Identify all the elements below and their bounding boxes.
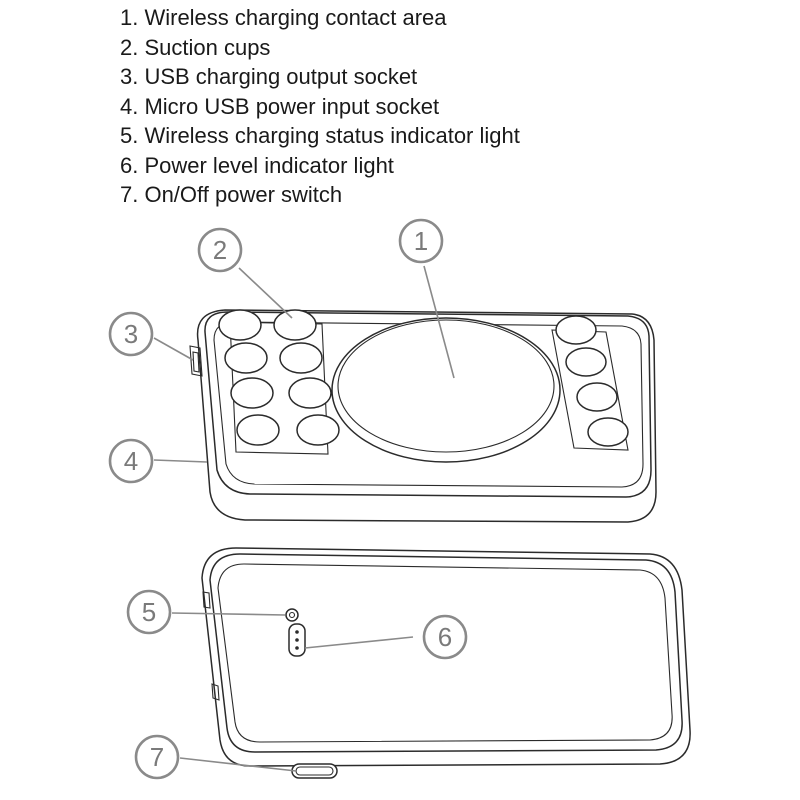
suction-cup — [279, 342, 323, 374]
callout-number: 5 — [142, 597, 156, 627]
suction-cups-left — [218, 309, 340, 446]
leader-line-7 — [179, 757, 297, 772]
on-off-power-switch — [291, 763, 338, 779]
side-edge-detail — [211, 683, 220, 701]
power-level-dot — [295, 646, 299, 650]
suction-cup — [555, 315, 597, 345]
callout-6: 6 — [422, 614, 468, 660]
legend-item-5: 5. Wireless charging status indicator li… — [120, 123, 520, 148]
leader-line-5 — [171, 612, 286, 616]
suction-cup — [576, 382, 618, 412]
callout-1: 1 — [398, 218, 444, 264]
leader-line-6 — [304, 636, 414, 649]
legend-item-7: 7. On/Off power switch — [120, 182, 343, 207]
suction-cup — [565, 347, 607, 377]
leader-line-1 — [423, 265, 455, 379]
callout-7: 7 — [134, 734, 180, 780]
wireless-status-indicator-light — [285, 608, 299, 622]
callout-4: 4 — [108, 438, 154, 484]
legend-item-6: 6. Power level indicator light — [120, 152, 394, 178]
suction-cups-right — [555, 315, 629, 447]
suction-cup — [230, 377, 274, 409]
usb-output-socket — [189, 345, 203, 377]
legend-item-4: 4. Micro USB power input socket — [120, 93, 440, 119]
callout-number: 2 — [213, 235, 227, 265]
callout-3: 3 — [108, 311, 154, 357]
wireless-charging-pad-outer — [331, 317, 561, 463]
suction-cup — [236, 414, 280, 446]
callout-2: 2 — [197, 227, 243, 273]
suction-cup — [218, 309, 262, 341]
suction-cup — [288, 377, 332, 409]
callout-number: 3 — [124, 319, 138, 349]
suction-cup — [296, 414, 340, 446]
power-bank-back-view — [201, 547, 691, 779]
micro-usb-input-socket — [202, 591, 211, 609]
power-level-dot — [295, 638, 299, 642]
usb-output-socket-inner — [192, 351, 200, 373]
leader-lines — [153, 265, 455, 772]
callout-5: 5 — [126, 589, 172, 635]
power-bank-front-view — [189, 309, 657, 523]
back-top-face-rim — [217, 563, 673, 743]
callouts: 1 2 3 4 5 6 7 — [108, 218, 468, 780]
wireless-charging-pad-inner — [337, 319, 555, 453]
suction-cup — [587, 417, 629, 447]
legend-item-1: 1. Wireless charging contact area — [120, 5, 447, 30]
leader-line-3 — [153, 337, 194, 361]
wireless-status-indicator-light-inner — [288, 611, 296, 619]
suction-cup — [224, 342, 268, 374]
legend-item-2: 2. Suction cups — [120, 34, 271, 60]
leader-line-2 — [238, 267, 293, 319]
leader-line-4 — [153, 459, 208, 463]
callout-number: 4 — [124, 446, 138, 476]
callout-number: 7 — [150, 742, 164, 772]
legend-list: 1. Wireless charging contact area 2. Suc… — [120, 3, 520, 210]
callout-number: 1 — [414, 226, 428, 256]
legend-item-3: 3. USB charging output socket — [120, 64, 418, 89]
callout-number: 6 — [438, 622, 452, 652]
suction-cup — [273, 309, 317, 341]
power-level-dot — [295, 630, 299, 634]
